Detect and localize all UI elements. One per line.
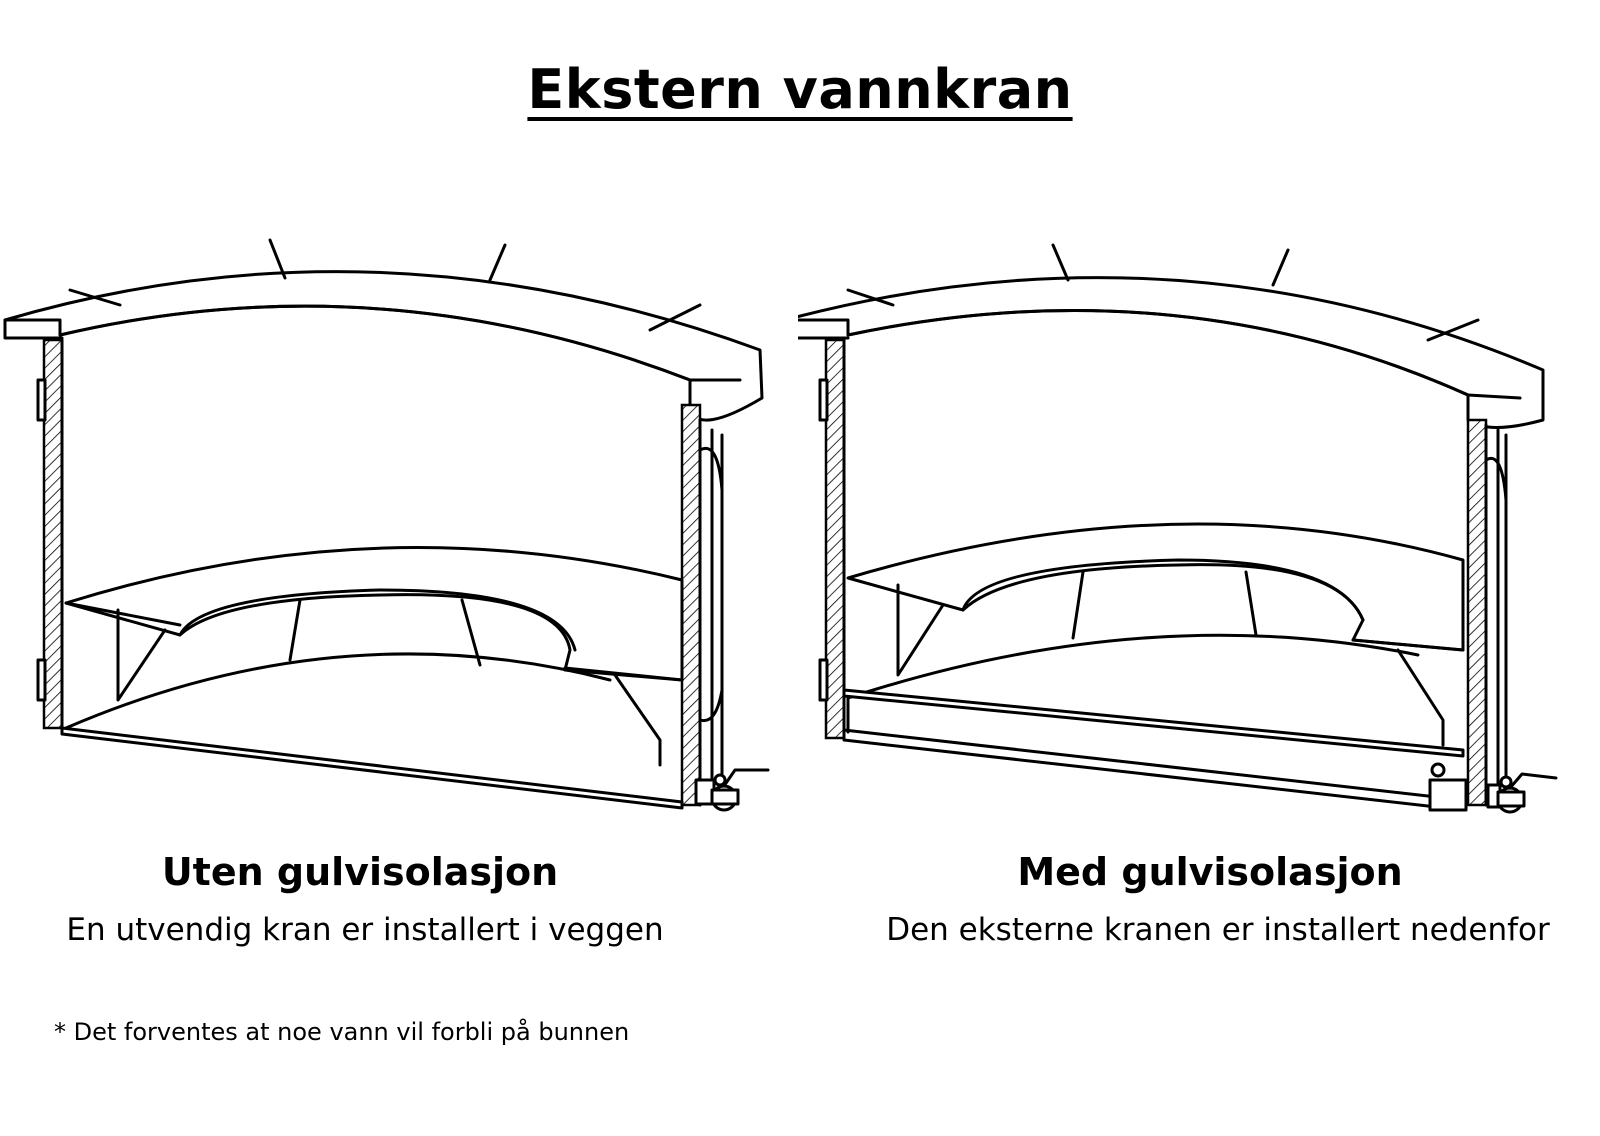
panel-description-with-insulation: Den eksterne kranen er installert nedenf… — [886, 912, 1550, 948]
right-wall — [680, 403, 702, 807]
page-title: Ekstern vannkran — [527, 58, 1073, 121]
footnote: * Det forventes at noe vann vil forbli p… — [54, 1018, 630, 1046]
rim-top — [798, 276, 1545, 429]
panel-heading-with-insulation: Med gulvisolasjon — [1017, 850, 1403, 894]
left-wall — [824, 338, 846, 740]
ball-valve-icon — [1486, 772, 1558, 814]
tub-cutaway-drawing-without-insulation — [3, 238, 770, 812]
panel-heading-without-insulation: Uten gulvisolasjon — [161, 850, 559, 894]
seat — [846, 522, 1465, 652]
seat — [64, 546, 684, 682]
tub-floor — [60, 726, 684, 810]
rim-top — [3, 270, 764, 422]
right-wall — [1466, 418, 1488, 807]
ball-valve-icon — [694, 768, 770, 812]
tub-cutaway-drawing-with-insulation — [798, 243, 1558, 814]
tub-floor — [842, 688, 1465, 758]
panel-description-without-insulation: En utvendig kran er installert i veggen — [66, 912, 664, 948]
left-wall — [42, 338, 64, 730]
